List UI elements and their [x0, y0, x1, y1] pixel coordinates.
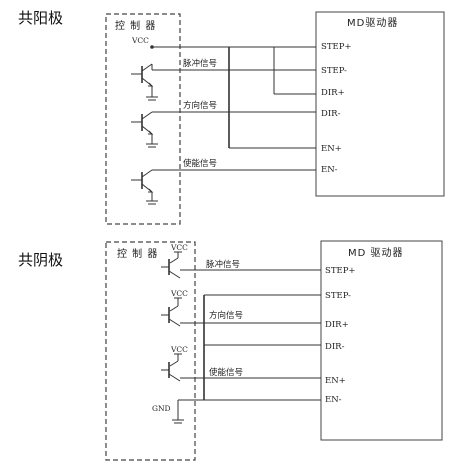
driver-label-1: MD驱动器	[347, 17, 398, 29]
gnd-bus-2	[172, 294, 321, 424]
pin-step-minus-1: STEP-	[321, 66, 347, 76]
transistor-pulse-1	[131, 63, 158, 101]
driver-box-2	[320, 240, 443, 441]
transistor-pulse-2	[161, 251, 182, 279]
vcc-bus-1	[150, 45, 316, 149]
transistor-enable-1	[131, 169, 158, 205]
pin-en-minus-2: EN-	[325, 395, 342, 405]
controller-box-1	[105, 13, 181, 225]
transistor-direction-2	[161, 297, 182, 327]
driver-label-2: MD 驱动器	[348, 247, 404, 259]
vcc-label-2b: VCC	[170, 289, 188, 298]
pin-dir-minus-1: DIR-	[321, 109, 341, 119]
vcc-label-1: VCC	[131, 36, 149, 45]
controller-label-1: 控 制 器	[115, 19, 156, 32]
pin-step-plus-2: STEP+	[325, 266, 356, 276]
signal-label-enable-2: 使能信号	[209, 367, 243, 378]
pin-step-minus-2: STEP-	[325, 291, 351, 301]
transistor-enable-2	[161, 353, 182, 382]
signal-label-enable-1: 使能信号	[183, 158, 217, 169]
transistor-direction-1	[131, 111, 158, 148]
section-title-common-cathode: 共阴极	[18, 251, 63, 269]
pin-en-plus-2: EN+	[325, 376, 346, 386]
signal-label-direction-2: 方向信号	[209, 310, 243, 321]
pin-en-plus-1: EN+	[321, 144, 342, 154]
pin-dir-minus-2: DIR-	[325, 342, 345, 352]
signal-label-pulse-1: 脉冲信号	[183, 58, 217, 69]
gnd-label-2: GND	[152, 404, 171, 413]
signal-label-pulse-2: 脉冲信号	[206, 259, 240, 270]
section-title-common-anode: 共阳极	[18, 9, 63, 27]
vcc-label-2a: VCC	[170, 243, 188, 252]
pin-dir-plus-1: DIR+	[321, 88, 345, 98]
pin-en-minus-1: EN-	[321, 165, 338, 175]
pin-dir-plus-2: DIR+	[325, 320, 349, 330]
controller-box-2	[105, 241, 196, 461]
pin-step-plus-1: STEP+	[321, 42, 352, 52]
controller-label-2: 控 制 器	[117, 247, 158, 260]
driver-box-1	[315, 11, 445, 197]
signal-label-direction-1: 方向信号	[183, 100, 217, 111]
vcc-label-2c: VCC	[170, 345, 188, 354]
